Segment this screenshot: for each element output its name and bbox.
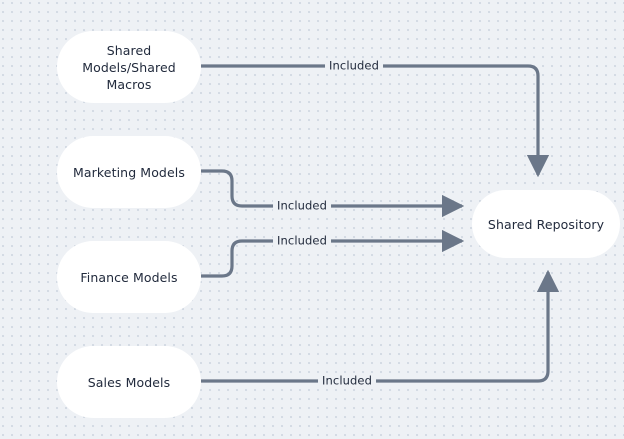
node-label-line-3: Macros (106, 76, 152, 92)
node-label-line-1: Shared (106, 42, 152, 58)
node-sales-models[interactable]: Sales Models (57, 346, 201, 418)
edge-path-shared-models (201, 64, 550, 178)
node-label-line-2: Models/Shared (82, 59, 176, 75)
edge-path-marketing-models (201, 169, 465, 218)
node-label-marketing-models: Marketing Models (73, 164, 185, 180)
node-label-shared-models: Shared Models/Shared Macros (82, 42, 176, 93)
node-label-finance-models: Finance Models (80, 269, 178, 285)
node-marketing-models[interactable]: Marketing Models (57, 136, 201, 208)
node-finance-models[interactable]: Finance Models (57, 241, 201, 313)
node-shared-models[interactable]: Shared Models/Shared Macros (57, 31, 201, 103)
edge-label-finance-models: Included (273, 233, 331, 249)
edge-label-marketing-models: Included (273, 198, 331, 214)
node-label-sales-models: Sales Models (87, 374, 171, 390)
edge-path-sales-models (201, 269, 560, 383)
edge-label-shared-models: Included (325, 58, 383, 74)
edge-path-finance-models (201, 229, 465, 278)
node-shared-repository[interactable]: Shared Repository (472, 190, 620, 258)
node-label-shared-repository: Shared Repository (487, 216, 605, 232)
edge-label-sales-models: Included (318, 373, 376, 389)
